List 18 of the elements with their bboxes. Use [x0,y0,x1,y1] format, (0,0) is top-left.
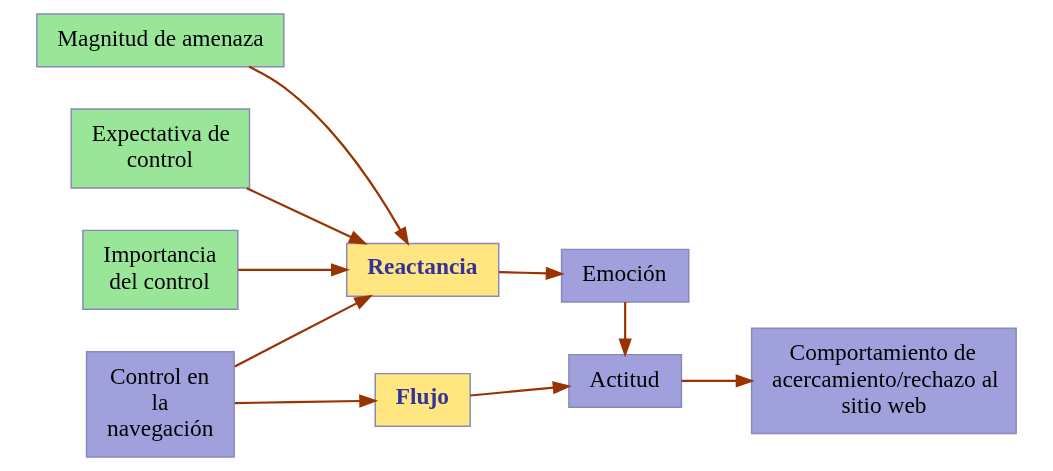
arrow [234,394,379,408]
arrow [246,187,368,245]
node-box: Flujo [374,372,471,427]
node-box: Expectativa de control [70,108,251,189]
node-box: Reactancia [346,242,500,297]
arrow [234,294,374,368]
arrow [470,381,572,397]
node-box: Actitud [568,353,683,408]
node-box: Importancia del control [82,229,239,311]
node-box: Magnitud de amenaza [36,13,285,68]
node-box: Control en la navegación [85,350,235,458]
arrow [238,263,350,277]
arrow [681,374,755,388]
node-box: Emoción [560,248,690,303]
arrow [248,65,410,247]
node-box: Comportamiento de acercamiento/rechazo al sitio web [750,327,1017,435]
arrow [618,302,632,358]
arrow [499,266,565,281]
